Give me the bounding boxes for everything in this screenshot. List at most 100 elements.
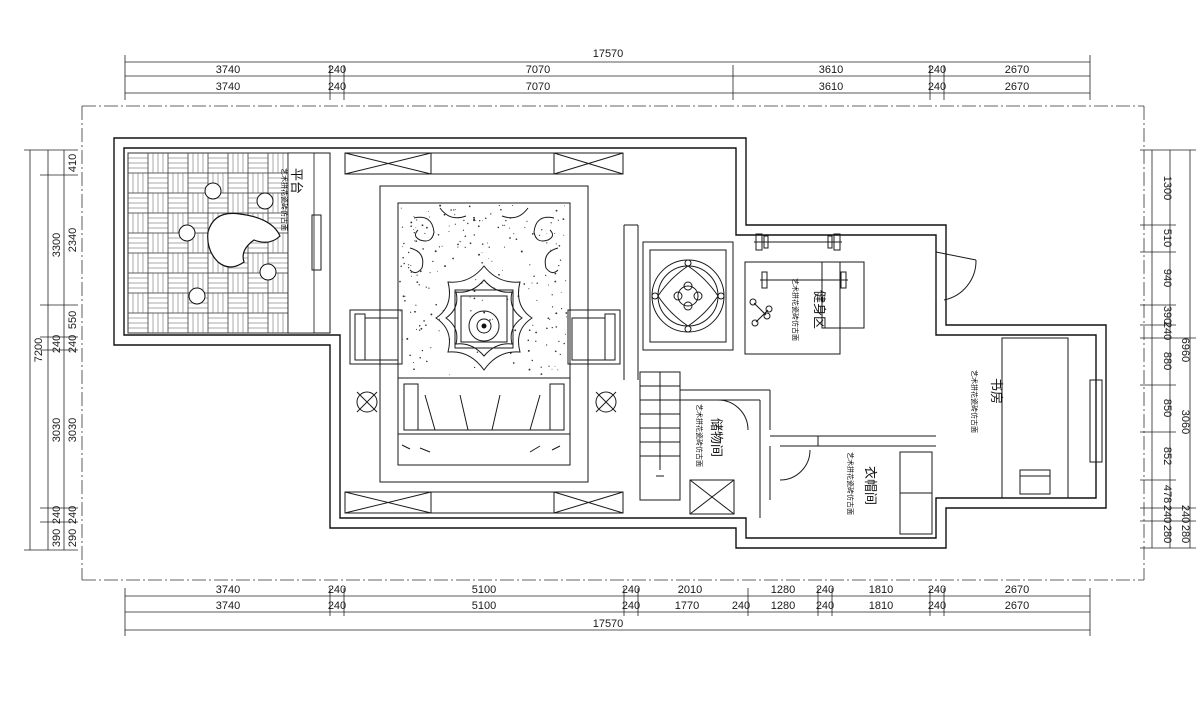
- dim-bot-r2-6: 1280: [771, 600, 795, 612]
- dim-bot-r1-1: 240: [328, 584, 346, 596]
- dim-bot-r1-3: 240: [622, 584, 640, 596]
- right-dim-ticks: [1140, 149, 1196, 549]
- dim-left-in-5: 240: [67, 506, 79, 524]
- closet-room: 衣帽间 艺术拼花瓷砖仿古面: [769, 435, 936, 535]
- dim-bot-r2-7: 240: [816, 600, 834, 612]
- dim-right-mid-7: 852: [1161, 447, 1173, 465]
- dim-bot-r2-10: 2670: [1005, 600, 1029, 612]
- closet-note: 艺术拼花瓷砖仿古面: [846, 452, 855, 515]
- terrace-label: 平台: [288, 168, 303, 194]
- dim-right-in-2: 280: [1179, 525, 1191, 543]
- dim-left-mid-3: 240: [51, 506, 63, 524]
- dim-top-r2-4: 240: [928, 81, 946, 93]
- dim-bot-r2-9: 240: [928, 600, 946, 612]
- dim-bot-r2-2: 5100: [472, 600, 496, 612]
- dim-right-in-0: 3060: [1179, 410, 1191, 434]
- dim-right-mid-10: 280: [1161, 525, 1173, 543]
- dim-right-mid-6: 850: [1161, 399, 1173, 417]
- study-label: 书房: [988, 378, 1004, 404]
- carpet-scroll-ornaments: [409, 207, 559, 274]
- dim-bot-r2-4: 1770: [675, 600, 699, 612]
- lamp-left-icon: [356, 391, 378, 413]
- top-cabinet-row: [344, 152, 624, 175]
- sofa: [397, 377, 571, 453]
- carpet-outer-border: [379, 185, 589, 483]
- right-dimensions: 1300 510 940 390 240 880 850 852 478 240…: [1140, 149, 1196, 549]
- dim-bot-r2-5: 240: [732, 600, 750, 612]
- dim-bot-r1-0: 3740: [216, 584, 240, 596]
- study-note: 艺术拼花瓷砖仿古面: [970, 370, 979, 433]
- terrace-room: 平台 艺术拼花瓷砖仿古面: [127, 152, 331, 334]
- lamp-right-icon: [595, 391, 617, 413]
- dim-bot-r1-9: 2670: [1005, 584, 1029, 596]
- dim-left-outer: 7200: [33, 338, 45, 362]
- dim-top-r1-2: 7070: [526, 64, 550, 76]
- armchair-right: [567, 309, 621, 365]
- dim-right-mid-2: 940: [1161, 269, 1173, 287]
- dim-right-mid-8: 478: [1161, 485, 1173, 503]
- dim-top-r2-1: 240: [328, 81, 346, 93]
- dim-right-mid-9: 240: [1161, 505, 1173, 523]
- storage-note: 艺术拼花瓷砖仿古面: [695, 404, 704, 467]
- terrace-note: 艺术拼花瓷砖仿古面: [280, 168, 289, 231]
- dim-right-mid-0: 1300: [1161, 176, 1173, 200]
- stair-flight: [639, 371, 681, 501]
- main-hall: [344, 152, 639, 514]
- dim-top-r1-0: 3740: [216, 64, 240, 76]
- dim-left-in-6: 290: [67, 529, 79, 547]
- top-dim-ticks: [124, 55, 1091, 100]
- dim-right-mid-4: 240: [1161, 322, 1173, 340]
- gym-note: 艺术拼花瓷砖仿古面: [791, 278, 800, 341]
- dim-bot-r1-5: 1280: [771, 584, 795, 596]
- dim-bot-r2-1: 240: [328, 600, 346, 612]
- dim-left-in-1: 2340: [67, 228, 79, 252]
- left-dimensions: 7200 3300 240 3030 240 390 410 2340 550 …: [24, 149, 79, 551]
- gym-label: 健身区: [811, 290, 827, 329]
- bottom-dim-ticks: [124, 588, 1091, 636]
- dim-left-mid-4: 390: [51, 529, 63, 547]
- terrace-lounge-sofa: [207, 212, 281, 268]
- dim-right-mid-1: 510: [1161, 229, 1173, 247]
- dim-left-in-4: 3030: [67, 418, 79, 442]
- gym-room: 健身区 艺术拼花瓷砖仿古面: [744, 233, 977, 355]
- dim-top-r1-1: 240: [328, 64, 346, 76]
- dim-right-in-1: 240: [1179, 505, 1191, 523]
- dim-bot-r2-0: 3740: [216, 600, 240, 612]
- axis-frame: [81, 105, 1145, 581]
- dim-top-r1-3: 3610: [819, 64, 843, 76]
- terrace-parquet-pattern: [127, 152, 289, 334]
- dim-left-mid-2: 3030: [51, 418, 63, 442]
- top-dimensions: 17570 3740 240 7070 3610 240 2670 3740 2…: [124, 48, 1091, 100]
- dim-left-in-3: 240: [67, 335, 79, 353]
- armchair-left: [349, 309, 403, 365]
- bottom-dimensions: 3740 240 5100 240 2010 1280 240 1810 240…: [124, 584, 1091, 636]
- study-chair-icon: [1019, 469, 1051, 495]
- dim-bot-r1-4: 2010: [678, 584, 702, 596]
- barbell-icon: [754, 233, 842, 251]
- closet-label: 衣帽间: [862, 466, 878, 505]
- dim-bot-r1-8: 240: [928, 584, 946, 596]
- carpet-medallion: [435, 265, 533, 371]
- floor-medallion-panel: [642, 241, 734, 351]
- left-dim-ticks: [24, 149, 78, 551]
- dim-right-mid-3: 390: [1161, 306, 1173, 324]
- bottom-cabinet-row: [344, 491, 624, 514]
- dim-top-r2-0: 3740: [216, 81, 240, 93]
- dim-top-r2-5: 2670: [1005, 81, 1029, 93]
- dim-bot-r1-7: 1810: [869, 584, 893, 596]
- dim-bot-r2-8: 1810: [869, 600, 893, 612]
- dim-left-in-0: 410: [67, 154, 79, 172]
- dim-right-outer: 6960: [1179, 338, 1191, 362]
- dim-bot-r1-6: 240: [816, 584, 834, 596]
- exterior-walls: [113, 137, 1107, 549]
- storage-label: 储物间: [708, 418, 723, 457]
- dim-bot-r1-2: 5100: [472, 584, 496, 596]
- dim-top-r1-4: 240: [928, 64, 946, 76]
- gym-door: [935, 251, 977, 301]
- dim-right-mid-5: 880: [1161, 352, 1173, 370]
- storage-room: 储物间 艺术拼花瓷砖仿古面: [680, 389, 771, 518]
- dim-left-mid-0: 3300: [51, 233, 63, 257]
- dim-bot-r2-3: 240: [622, 600, 640, 612]
- carpet: [397, 202, 571, 466]
- dim-left-mid-1: 240: [51, 335, 63, 353]
